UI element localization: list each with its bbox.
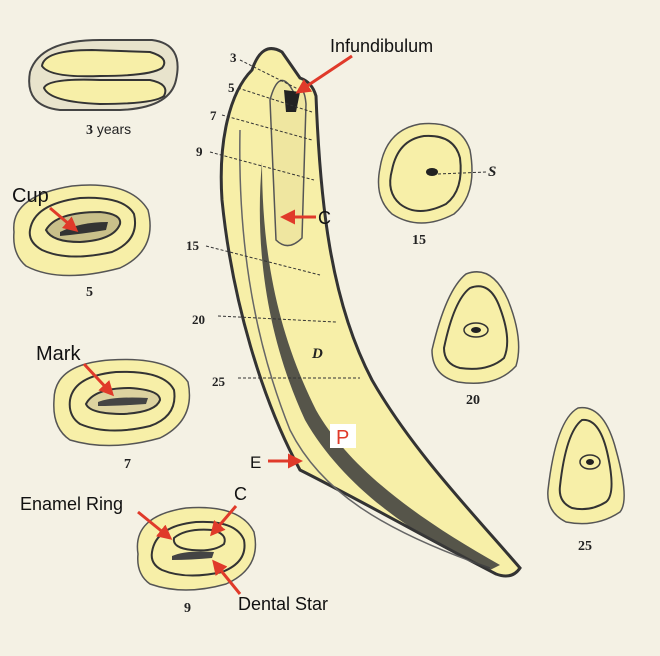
s-label: S (488, 164, 496, 180)
pulp-cavity (259, 162, 500, 570)
cup-label: Cup (12, 185, 49, 207)
pulp-label: P (336, 427, 349, 449)
pulp-label-box (330, 424, 356, 448)
section-7: 7 (53, 358, 191, 472)
tooth-level-25: 25 (212, 374, 226, 389)
level-line-7 (221, 114, 313, 141)
cement-c-label-bottom: C (234, 484, 247, 504)
age-label-7: 7 (124, 457, 131, 472)
cement-line (239, 129, 491, 569)
age-label-3: 3 years (86, 121, 131, 138)
dental-star-arrow (212, 559, 242, 595)
section-20: 20 (431, 271, 520, 408)
enamel-e-label: E (250, 453, 261, 472)
cement-c-label-top: C (318, 208, 331, 228)
cup-arrow (49, 206, 79, 232)
dental-star-label: Dental Star (238, 594, 328, 614)
section-3-years: 3 years (28, 39, 179, 138)
tooth-level-3: 3 (230, 50, 237, 65)
tooth-level-20: 20 (192, 312, 205, 327)
section-25: 25 (547, 406, 625, 554)
enamel-ring-label: Enamel Ring (20, 494, 123, 514)
infundibulum-arrow (295, 54, 353, 94)
section-15: S 15 (377, 122, 496, 248)
level-line-5 (237, 87, 313, 113)
level-line-9 (209, 151, 315, 181)
tooth-level-5: 5 (228, 80, 235, 95)
age-label-5: 5 (86, 285, 93, 300)
tooth-level-7: 7 (210, 108, 217, 123)
enamel-ring-arrow (137, 510, 173, 540)
cement-c-arrow-bottom (210, 505, 238, 537)
age-label-20: 20 (466, 393, 480, 408)
mark-label: Mark (36, 343, 81, 365)
age-label-9: 9 (184, 601, 191, 616)
infundibulum-label: Infundibulum (330, 36, 433, 56)
dentin-label: D (311, 346, 323, 362)
level-line-3 (239, 59, 301, 91)
tooth-level-15: 15 (186, 238, 200, 253)
tooth-level-9: 9 (196, 144, 203, 159)
age-label-25: 25 (578, 539, 592, 554)
mark-arrow (82, 362, 115, 397)
age-label-15: 15 (412, 233, 426, 248)
